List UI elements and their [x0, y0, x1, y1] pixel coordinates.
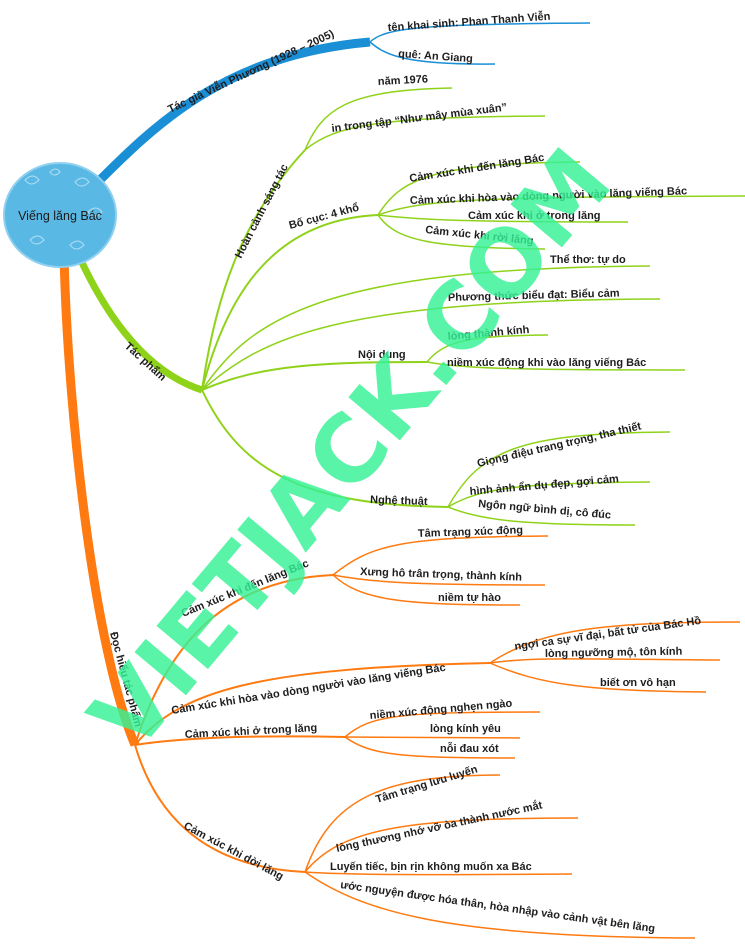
content-line: [201, 361, 428, 391]
structure-label: Bố cục: 4 khổ: [288, 202, 361, 232]
mode-line: [201, 298, 661, 391]
form-line: [201, 265, 651, 391]
content-child-line: [426, 334, 549, 363]
form-label: Thể thơ: tự do: [550, 254, 626, 266]
branch-work-line: [70, 243, 204, 394]
context-child-line: [304, 115, 546, 151]
content-emotion: niềm xúc động khi vào lăng viếng Bác: [447, 357, 646, 369]
root-bubble: [3, 162, 117, 268]
content-child-line: [426, 361, 686, 371]
author-hometown: quê: An Giang: [398, 48, 473, 65]
arrive-moved: Tâm trạng xúc động: [418, 524, 523, 540]
leave-label: Cảm xúc khi dời lăng: [182, 820, 286, 883]
inside-line: [134, 735, 346, 746]
branch-work-label: Tác phẩm: [122, 340, 168, 383]
author-birthname: tên khai sinh: Phan Thanh Viễn: [387, 10, 551, 34]
author-child-line: [369, 22, 591, 43]
context-year: năm 1976: [378, 73, 429, 88]
content-label: Nội dung: [358, 349, 406, 361]
inside-child-line: [344, 736, 516, 759]
leave-line: [134, 744, 306, 873]
leave-regret: Luyến tiếc, bịn rịn không muốn xa Bác: [330, 861, 532, 873]
branch-reading-line: [59, 254, 140, 747]
mode-label: Phương thức biểu đạt: Biểu cảm: [448, 288, 620, 304]
arrive-address: Xưng hô trân trọng, thành kính: [360, 566, 523, 584]
author-child-line: [369, 41, 496, 65]
structure-child-line: [377, 161, 581, 216]
branch-author-label: Tác giả Viễn Phương (1928 – 2005): [166, 27, 337, 116]
root-label: Viếng lăng Bác: [18, 209, 102, 223]
leave-child-line: [304, 871, 696, 939]
structure-child-line: [377, 214, 629, 223]
art-tone: Giọng điệu trang trọng, tha thiết: [476, 420, 643, 470]
context-line: [201, 149, 306, 391]
art-imagery: hình ảnh ẩn dụ đẹp, gợi cảm: [469, 473, 619, 498]
art-child-line: [447, 506, 636, 526]
join-child-line: [489, 658, 721, 664]
inside-label: Cảm xúc khi ở trong lăng: [185, 722, 318, 741]
leave-child-line: [304, 871, 573, 876]
arrive-line: [134, 574, 334, 746]
arrive-child-line: [332, 535, 549, 576]
arrive-child-line: [332, 574, 521, 606]
join-line: [134, 662, 491, 746]
context-collection: in trong tập “Như mây mùa xuân”: [331, 102, 508, 135]
branch-author-line: [84, 37, 371, 196]
context-child-line: [304, 87, 453, 151]
art-label: Nghệ thuật: [370, 494, 428, 508]
leave-tears: lòng thương nhớ vỡ òa thành nước mắt: [335, 798, 544, 855]
leave-linger: Tâm trạng lưu luyến: [374, 763, 479, 805]
root-node[interactable]: Viếng lăng Bác: [3, 162, 117, 268]
leave-wish: ước nguyện được hóa thân, hòa nhập vào c…: [340, 879, 656, 935]
leave-child-line: [304, 774, 501, 873]
join-child-line: [489, 662, 707, 693]
art-child-line: [447, 431, 671, 508]
art-language: Ngôn ngữ bình dị, cô đúc: [478, 498, 612, 522]
context-label: Hoàn cảnh sáng tác: [233, 162, 291, 260]
art-line: [201, 389, 449, 508]
join-admire: lòng ngưỡng mộ, tôn kính: [545, 646, 683, 660]
arrive-pride: niềm tự hào: [438, 592, 501, 604]
leaf-pattern-icon: [24, 168, 103, 250]
inside-choked: niềm xúc động nghẹn ngào: [369, 698, 513, 722]
join-child-line: [489, 621, 741, 664]
inside-child-line: [344, 736, 521, 739]
art-child-line: [447, 481, 651, 508]
inside-pain: nỗi đau xót: [440, 742, 499, 755]
structure-stanza-3: Cảm xúc khi ở trong lăng: [468, 210, 601, 222]
inside-child-line: [344, 711, 541, 738]
leave-child-line: [304, 817, 579, 873]
arrive-child-line: [332, 574, 546, 586]
join-gratitude: biết ơn vô hạn: [600, 677, 676, 689]
inside-love: lòng kính yêu: [430, 723, 501, 735]
structure-child-line: [377, 195, 745, 216]
structure-line: [201, 214, 379, 391]
structure-child-line: [377, 214, 546, 250]
